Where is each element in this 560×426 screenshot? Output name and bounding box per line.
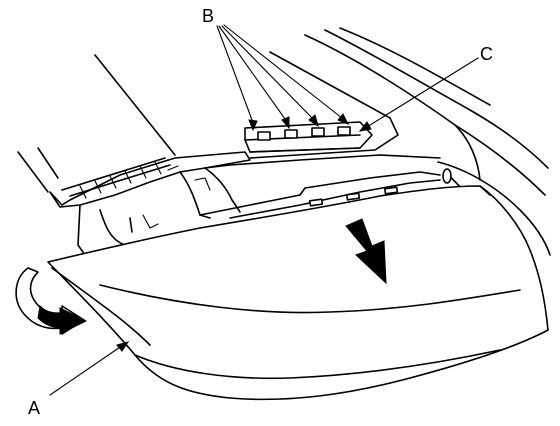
fastener-hole <box>442 168 452 184</box>
clip-group <box>257 126 351 141</box>
slot-3 <box>383 186 399 195</box>
slot-1 <box>308 198 324 207</box>
leader-lines <box>49 24 479 396</box>
leader-arrowheads <box>116 113 372 352</box>
bumper-top-edge <box>204 154 452 219</box>
label-c: C <box>480 44 493 64</box>
clip-1 <box>257 131 271 141</box>
label-a: A <box>28 398 40 418</box>
clip-3 <box>311 127 325 137</box>
bumper-cover <box>47 185 549 401</box>
inner-body-structure <box>49 151 301 256</box>
clip-4 <box>337 126 351 136</box>
slot-2 <box>345 192 361 201</box>
clip-2 <box>284 129 298 139</box>
car-body-outline <box>17 27 551 256</box>
curved-arrow-icon <box>15 267 88 335</box>
label-b: B <box>202 6 214 26</box>
down-arrow-icon <box>345 218 387 285</box>
